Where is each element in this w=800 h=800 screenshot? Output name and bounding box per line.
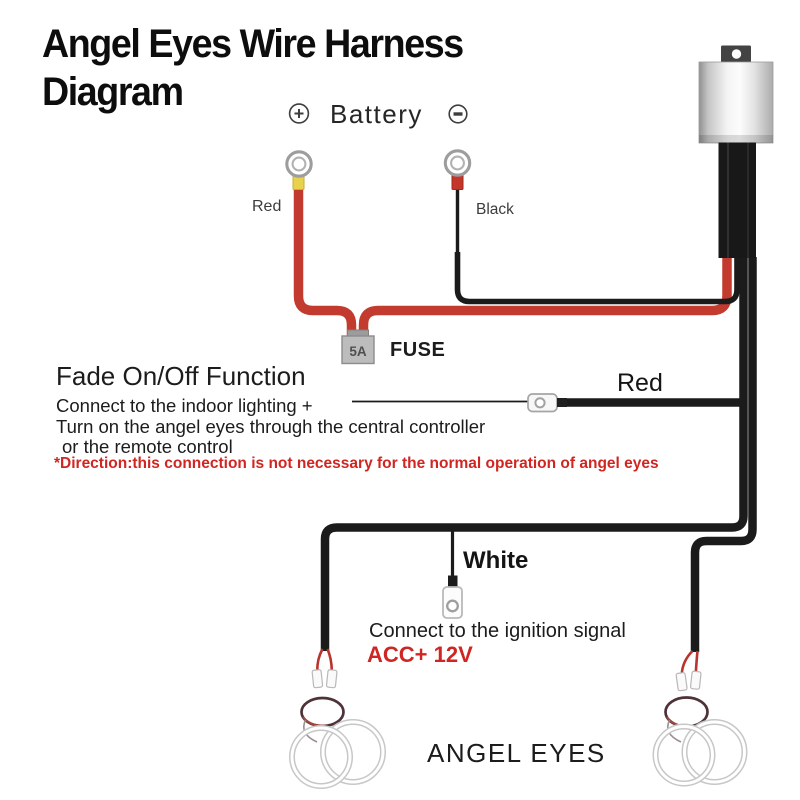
fuse-to-relay-wire [358,257,732,336]
fade-section-line3: or the remote control [62,436,233,457]
battery-minus-icon [448,104,468,124]
relay-wire-loom [718,142,756,258]
battery-negative-terminal [443,149,472,190]
battery-positive-wire [293,185,357,336]
angel-eyes-label: ANGEL EYES [427,738,606,768]
fade-spade-connector [527,393,567,413]
battery-negative-wire [454,186,740,305]
fuse-label: FUSE [390,339,446,361]
left-fray-wires [315,648,334,672]
right-crimp-connectors [675,670,702,692]
fade-wire-label: Red [617,369,663,397]
ignition-line1: Connect to the ignition signal [369,620,626,642]
fuse-rating: 5A [349,344,367,359]
ignition-connector [442,575,463,619]
fade-section-warning: *Direction:this connection is not necess… [54,455,659,472]
relay-mount-hole [731,49,742,59]
battery-plus-icon [288,103,310,124]
negative-wire-label: Black [476,201,514,218]
page-title: Angel Eyes Wire Harness Diagram [42,20,464,116]
page-title-line1: Angel Eyes Wire Harness [42,22,464,66]
left-crimp-connectors [311,669,338,689]
right-angel-eye-rings [652,696,748,787]
ignition-line2: ACC+ 12V [367,642,473,667]
left-angel-eye-rings [289,696,386,789]
relay-output-wire-right [690,257,757,652]
relay-output-wire-left [320,257,748,651]
relay-canister [698,61,774,144]
right-fray-wires [680,650,699,675]
relay-module [698,45,774,258]
ignition-wire-label: White [463,547,529,574]
fade-section-line1: Connect to the indoor lighting + [56,395,313,416]
page-title-line2: Diagram [42,70,184,114]
positive-wire-label: Red [252,198,282,215]
fade-section-heading: Fade On/Off Function [56,361,306,391]
battery-positive-terminal [285,150,313,190]
fade-section-line2: Turn on the angel eyes through the centr… [56,416,486,437]
fuse-holder: 5A [341,329,375,365]
battery-label: Battery [330,99,423,129]
